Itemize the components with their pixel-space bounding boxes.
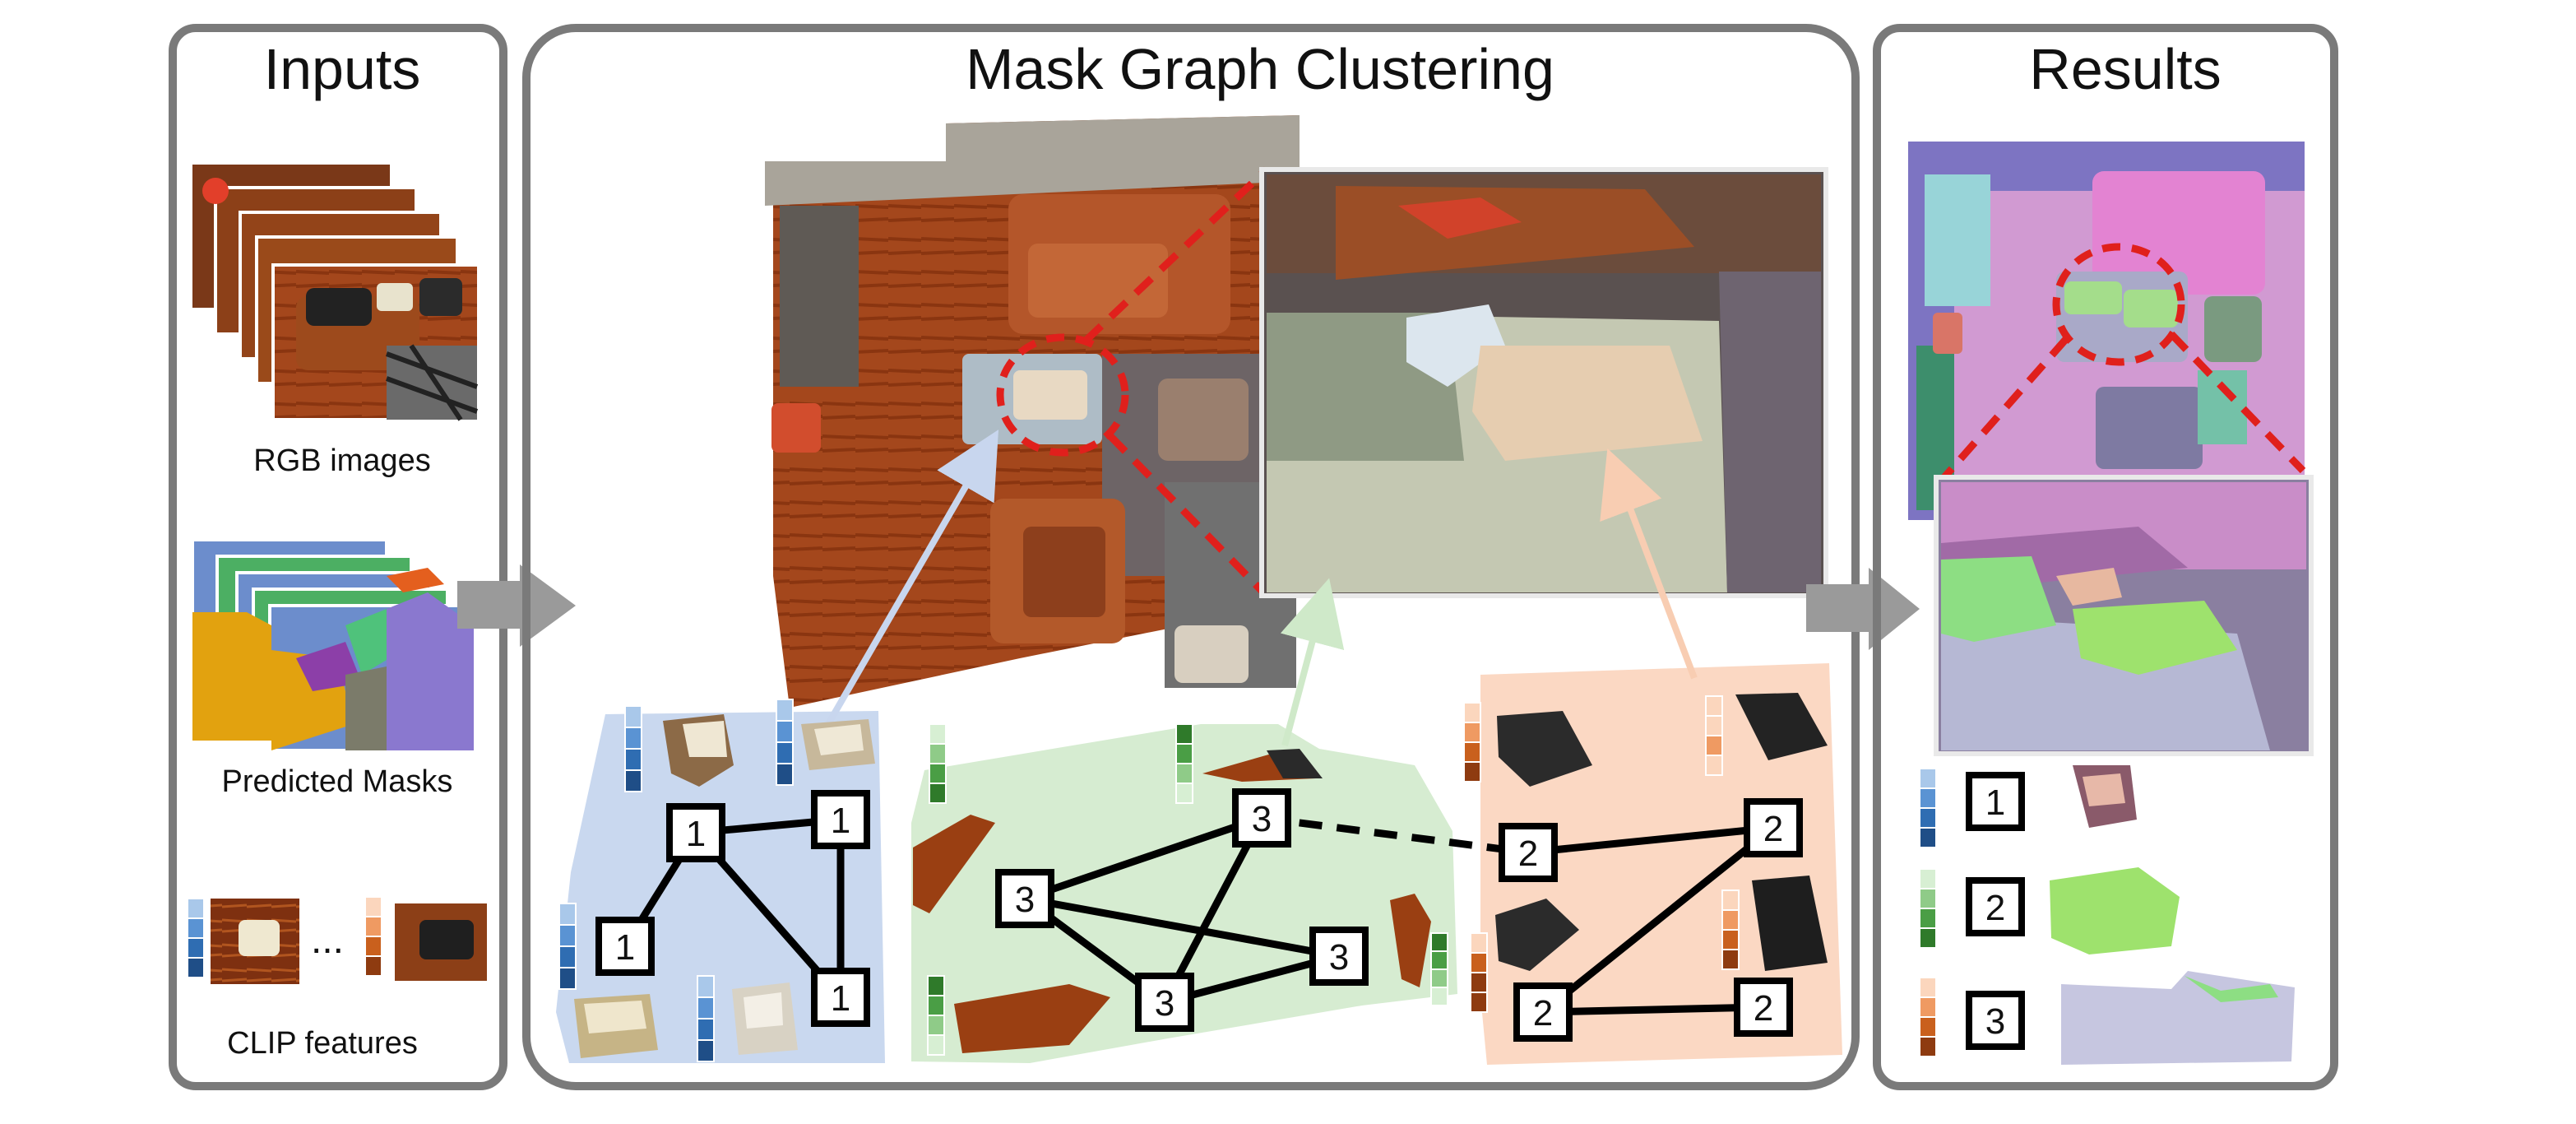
zoom-line-bottom-clustering <box>1107 433 1270 599</box>
zoomed-inset-clustering <box>1259 167 1828 598</box>
clustering-title: Mask Graph Clustering <box>966 37 1554 101</box>
arrow-blue-to-scene <box>819 430 999 736</box>
masks-caption: Predicted Masks <box>222 764 453 799</box>
clip-feature-vector-orange <box>364 896 382 977</box>
result-label-1: 1 <box>1985 783 2005 823</box>
zoom-line-top-clustering <box>1082 166 1270 344</box>
svg-text:1: 1 <box>831 801 850 841</box>
svg-text:2: 2 <box>1533 993 1553 1033</box>
graph-nodes: 1 1 1 1 3 3 3 3 2 2 2 2 <box>595 788 1803 1042</box>
graph-node-green-b: 3 <box>1232 788 1291 848</box>
result-label-3: 3 <box>1985 1001 2005 1042</box>
graph-node-green-c: 3 <box>1135 973 1194 1032</box>
clip-thumbnail-left <box>211 899 299 984</box>
svg-text:3: 3 <box>1015 880 1035 920</box>
object-mask-thumbnail-green-2 <box>913 815 995 913</box>
graph-node-blue-a: 1 <box>666 803 725 862</box>
svg-text:3: 3 <box>1155 983 1174 1024</box>
zoom-line-left-results <box>1941 337 2069 480</box>
clustering-panel <box>522 24 1860 1090</box>
feature-vector-green-3 <box>927 975 945 1056</box>
svg-text:1: 1 <box>615 927 635 968</box>
object-mask-thumbnail-orange-2 <box>1735 693 1828 760</box>
object-mask-thumbnail-blue-2 <box>801 719 875 770</box>
result-row-3: 3 <box>1919 971 2295 1065</box>
feature-vector-orange-2 <box>1705 695 1723 776</box>
result-label-2: 2 <box>1985 888 2005 928</box>
mask-stack <box>191 538 475 752</box>
feature-vector-orange-4 <box>1721 889 1740 970</box>
result-row-2: 2 <box>1919 867 2180 954</box>
feature-vector-blue-3 <box>558 903 577 990</box>
object-mask-thumbnail-orange-3 <box>1495 899 1579 971</box>
clip-thumbnail-right <box>395 903 487 981</box>
object-mask-thumbnail-green-4 <box>1390 894 1431 987</box>
object-mask-thumbnail-green-1 <box>1202 749 1323 782</box>
graph-node-orange-a: 2 <box>1499 823 1558 882</box>
result-row-1: 1 <box>1919 765 2137 848</box>
scene-reconstruction <box>765 115 1300 708</box>
arrow-inputs-to-clustering <box>457 564 576 647</box>
graph-node-orange-c: 2 <box>1513 982 1573 1042</box>
svg-text:2: 2 <box>1763 809 1783 849</box>
inputs-title: Inputs <box>264 37 421 101</box>
graph-node-green-a: 3 <box>995 869 1054 928</box>
inputs-panel <box>169 24 507 1090</box>
arrow-green-to-inset <box>1280 578 1345 747</box>
arrow-orange-to-inset <box>1600 448 1698 680</box>
zoom-line-right-results <box>2168 331 2306 474</box>
svg-text:2: 2 <box>1754 988 1773 1029</box>
results-panel <box>1873 24 2338 1090</box>
rgb-caption: RGB images <box>253 444 430 478</box>
feature-vector-green-2 <box>1175 723 1193 804</box>
graph-node-blue-d: 1 <box>811 968 870 1027</box>
graph-node-orange-b: 2 <box>1744 798 1803 857</box>
svg-text:1: 1 <box>831 978 850 1019</box>
feature-vector-green-4 <box>1430 932 1448 1006</box>
results-title: Results <box>2029 37 2221 101</box>
feature-vector-orange-3 <box>1470 932 1488 1013</box>
clip-feature-vector-blue <box>187 898 205 978</box>
object-mask-thumbnail-orange-1 <box>1497 711 1592 787</box>
feature-vector-blue-2 <box>776 699 794 786</box>
object-mask-thumbnail-blue-4 <box>732 982 798 1055</box>
object-mask-thumbnail-blue-3 <box>574 994 658 1058</box>
highlight-circle-clustering <box>996 333 1129 457</box>
arrow-clustering-to-results <box>1806 568 1920 650</box>
graph-node-orange-d: 2 <box>1734 978 1793 1037</box>
svg-text:1: 1 <box>686 814 706 854</box>
clip-ellipsis: ... <box>311 918 344 962</box>
svg-text:3: 3 <box>1329 937 1349 978</box>
graph-node-blue-b: 1 <box>811 790 870 849</box>
result-scene <box>1908 142 2305 520</box>
feature-vector-green-1 <box>929 723 947 804</box>
svg-text:3: 3 <box>1252 799 1272 839</box>
graph-node-green-d: 3 <box>1309 927 1369 986</box>
feature-vector-orange-1 <box>1463 702 1481 783</box>
highlight-circle-results <box>2052 243 2185 366</box>
result-inset <box>1934 475 2314 756</box>
object-mask-thumbnail-orange-4 <box>1752 876 1828 971</box>
feature-vector-blue-4 <box>697 975 715 1062</box>
clip-caption: CLIP features <box>227 1026 418 1061</box>
rgb-image-stack <box>189 161 480 421</box>
feature-vector-blue-1 <box>624 705 642 792</box>
svg-text:2: 2 <box>1518 834 1538 874</box>
object-mask-thumbnail-blue-1 <box>663 714 734 787</box>
object-mask-thumbnail-green-3 <box>954 984 1110 1053</box>
graph-node-blue-c: 1 <box>595 917 655 976</box>
